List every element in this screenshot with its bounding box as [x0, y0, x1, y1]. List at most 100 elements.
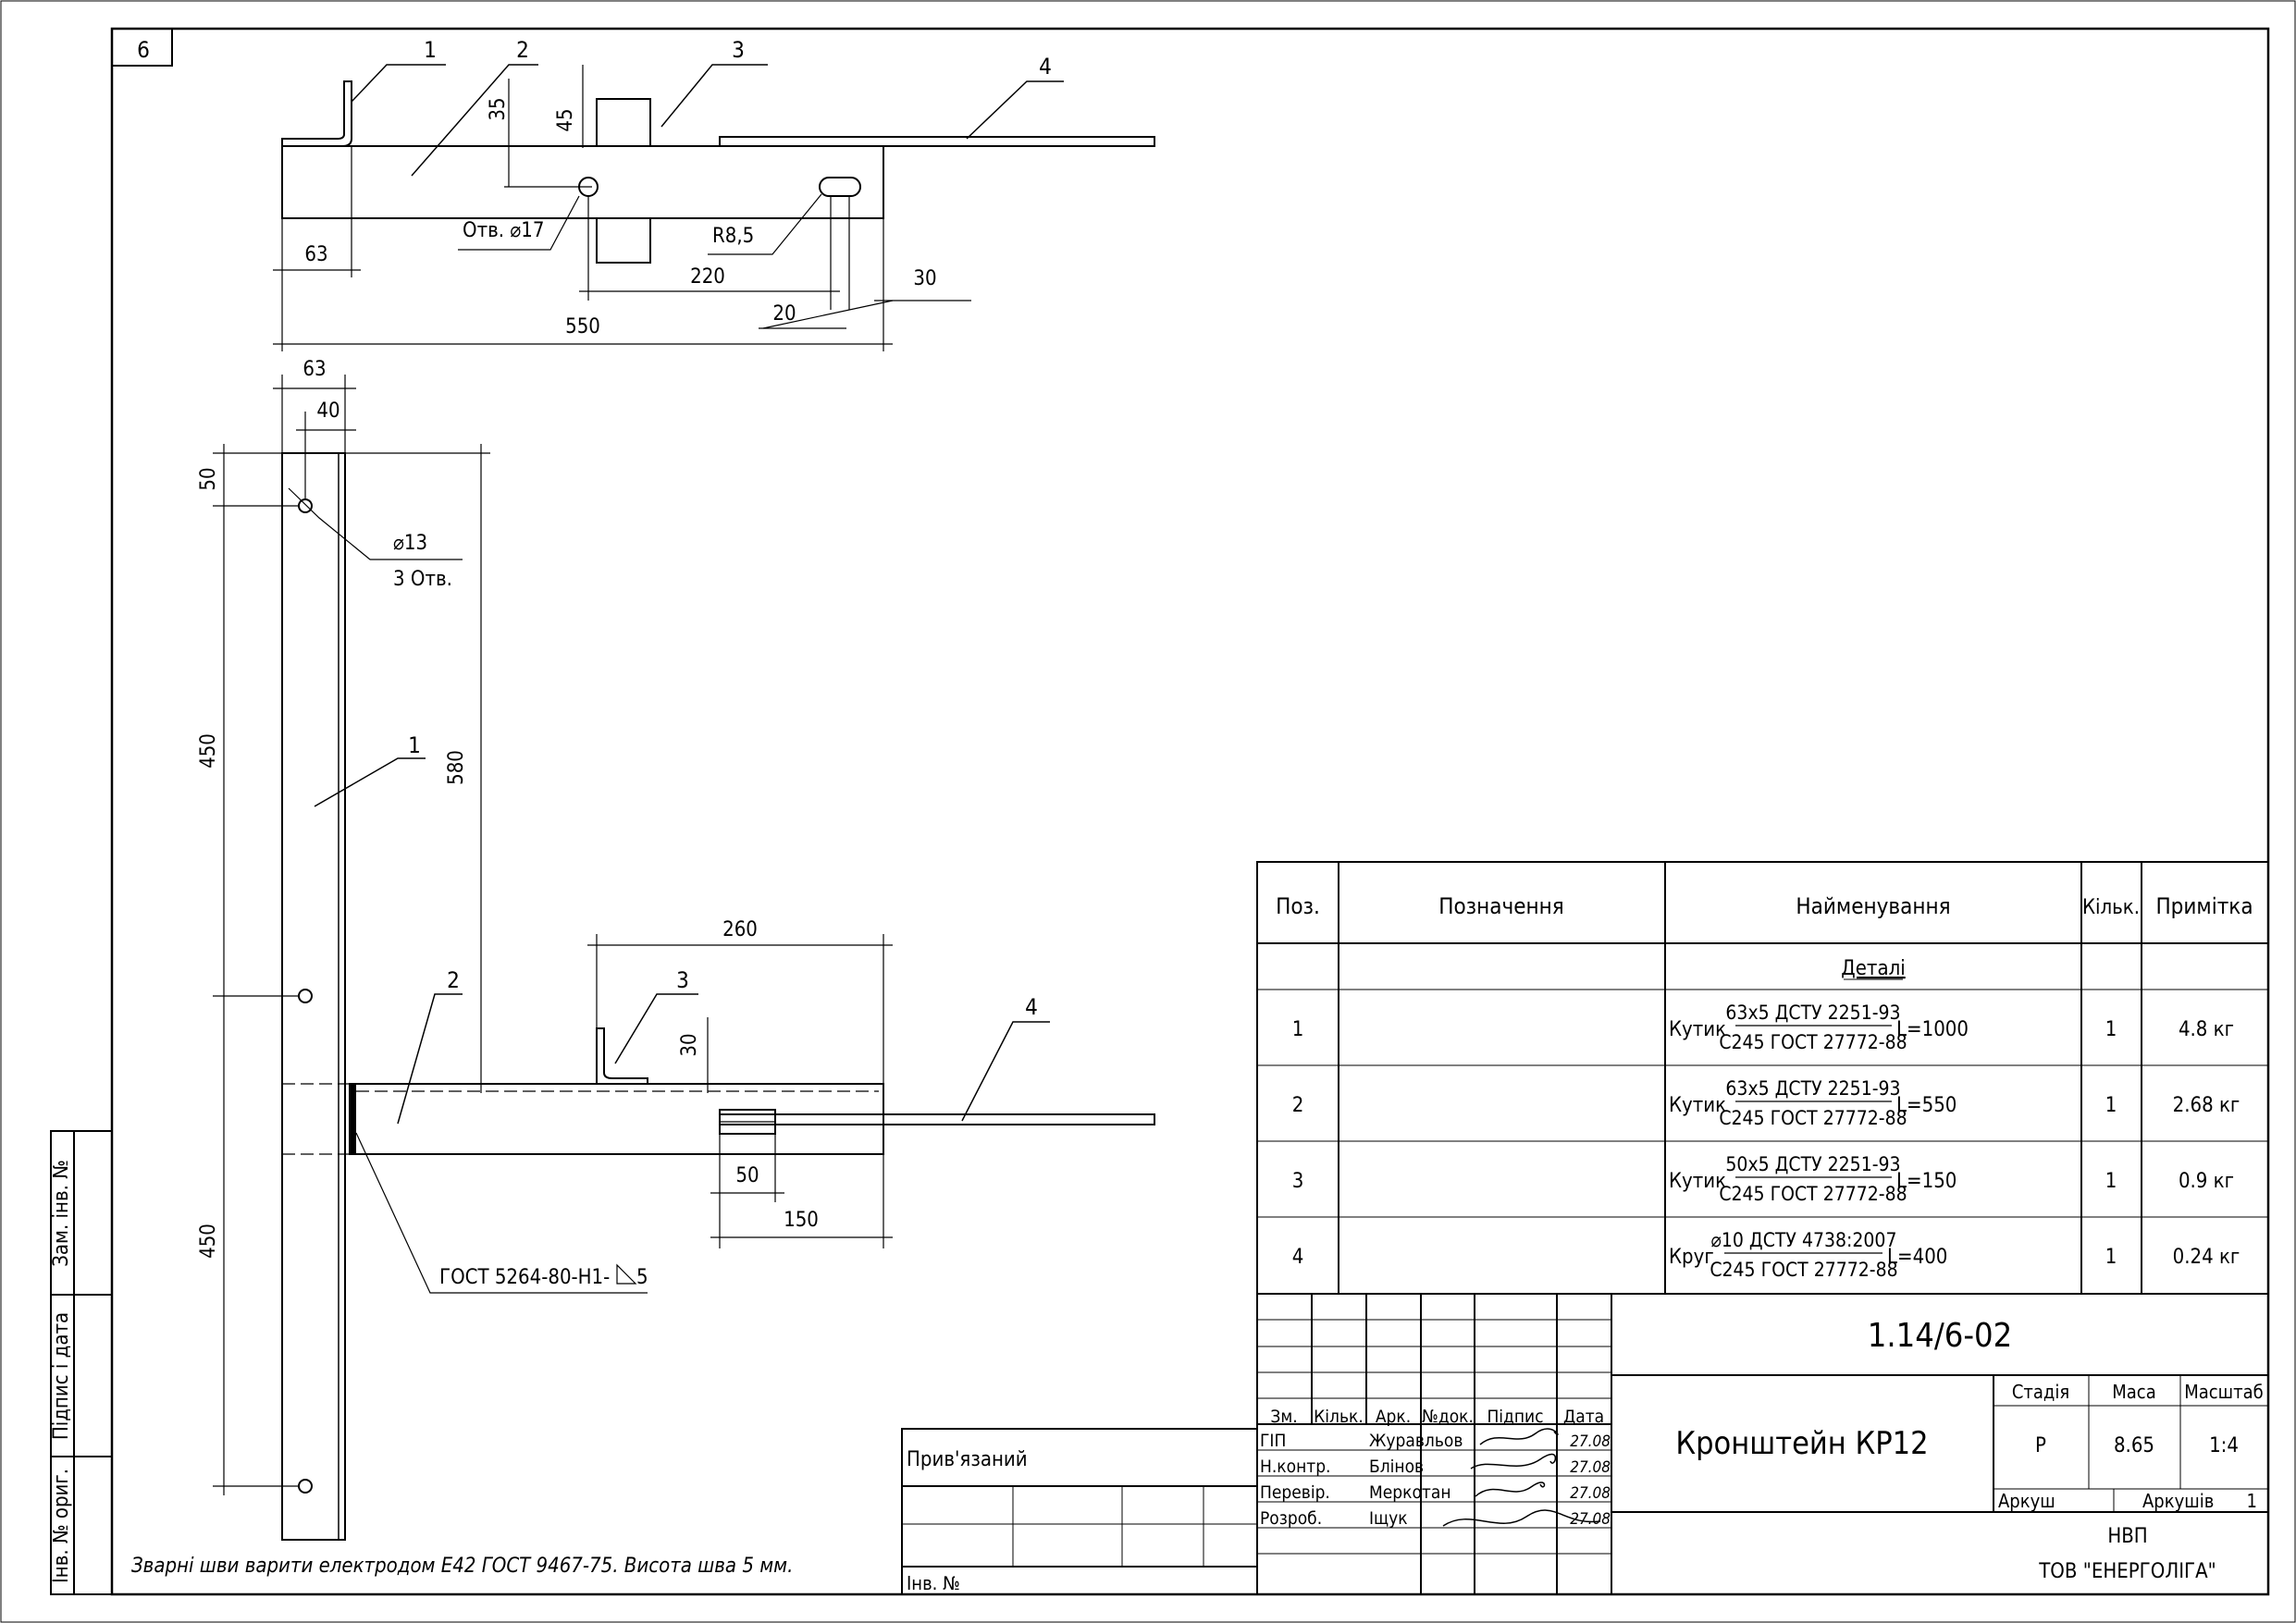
svg-text:1: 1	[2105, 1170, 2117, 1193]
stamp-replaced-inv: Зам. інв. №	[50, 1160, 73, 1267]
svg-text:1: 1	[2105, 1018, 2117, 1041]
org-line1: НВП	[2107, 1525, 2147, 1548]
stage-value: Р	[2035, 1434, 2046, 1457]
dim-top-30: 30	[913, 267, 936, 290]
mass-head: Маса	[2112, 1381, 2155, 1403]
col-head-pos: Поз.	[1276, 893, 1320, 919]
stamp-sign-date: Підпис і дата	[50, 1312, 73, 1440]
linked-label: Прив'язаний	[907, 1448, 1028, 1471]
dim-top-550: 550	[565, 315, 600, 338]
svg-text:27.08: 27.08	[1570, 1510, 1611, 1529]
dim-front-50b: 50	[735, 1164, 759, 1187]
svg-text:L=400: L=400	[1887, 1246, 1947, 1269]
top-pos-3: 3	[732, 37, 745, 63]
dim-front-holes-count: 3 Отв.	[393, 568, 452, 591]
mass-value: 8.65	[2114, 1434, 2154, 1457]
spec-row: 2 Кутик 63х5 ДСТУ 2251-93 С245 ГОСТ 2777…	[1292, 1077, 2240, 1129]
svg-text:С245 ГОСТ 27772-88: С245 ГОСТ 27772-88	[1710, 1259, 1897, 1281]
part4-front	[719, 1113, 1155, 1125]
col-ark: Арк.	[1376, 1407, 1411, 1427]
dim-front-30: 30	[678, 1033, 701, 1056]
col-doc: №док.	[1422, 1407, 1474, 1427]
front-pos-1: 1	[408, 732, 421, 758]
svg-text:Іщук: Іщук	[1369, 1508, 1408, 1529]
person-row: Перевір. Меркотан 27.08	[1260, 1482, 1611, 1503]
signature-mark	[1475, 1482, 1546, 1497]
dim-top-45: 45	[554, 108, 577, 131]
side-stamp: Зам. інв. № Підпис і дата Інв. № ориг.	[50, 1130, 113, 1595]
svg-text:4: 4	[1292, 1246, 1304, 1269]
svg-text:С245 ГОСТ 27772-88: С245 ГОСТ 27772-88	[1719, 1031, 1907, 1053]
svg-text:0.9 кг: 0.9 кг	[2179, 1170, 2234, 1193]
title-block: 1.14/6-02 Кронштейн КР12 Зм. Кільк. Арк.…	[1256, 1293, 2269, 1595]
spec-row: 1 Кутик 63х5 ДСТУ 2251-93 С245 ГОСТ 2777…	[1292, 1002, 2234, 1053]
spec-row: 3 Кутик 50х5 ДСТУ 2251-93 С245 ГОСТ 2777…	[1292, 1153, 2234, 1205]
sheet-label: Аркуш	[1998, 1490, 2055, 1512]
part3-bottom	[596, 217, 651, 264]
svg-text:Розроб.: Розроб.	[1260, 1508, 1322, 1529]
person-row: ГІП Журавльов 27.08	[1260, 1428, 1611, 1451]
weld-mark	[350, 1084, 356, 1154]
section-title: Деталі	[1841, 957, 1905, 980]
stamp-orig-inv: Інв. № ориг.	[50, 1469, 73, 1583]
dim-front-63: 63	[302, 358, 326, 381]
svg-text:Журавльов: Журавльов	[1369, 1431, 1463, 1451]
sheets-count: 1	[2247, 1490, 2257, 1512]
top-view: 1 2 3 4 35 45 Отв. ⌀17 R8,5 63 220 30 20	[273, 37, 1155, 351]
front-view: 1 2 3 4 63 40 50 450 450 580 ⌀13 3 Отв.	[197, 358, 1155, 1541]
signature-mark	[1442, 1509, 1601, 1527]
svg-text:Кутик: Кутик	[1669, 1094, 1726, 1117]
dim-front-450b: 450	[197, 1223, 220, 1259]
part3-front	[596, 1027, 648, 1085]
dim-top-slot: R8,5	[712, 225, 754, 248]
dim-front-hole: ⌀13	[393, 532, 427, 555]
dim-top-hole: Отв. ⌀17	[463, 219, 544, 242]
svg-text:2: 2	[1292, 1094, 1304, 1117]
svg-text:Круг: Круг	[1669, 1246, 1714, 1269]
drawing-title: Кронштейн КР12	[1675, 1425, 1928, 1462]
svg-text:2.68 кг: 2.68 кг	[2173, 1094, 2240, 1117]
svg-text:Кутик: Кутик	[1669, 1018, 1726, 1041]
person-row: Н.контр. Блінов 27.08	[1260, 1453, 1611, 1477]
part4-top	[719, 136, 1155, 147]
dim-top-220: 220	[690, 265, 725, 289]
welding-note: Зварні шви варити електродом Е42 ГОСТ 94…	[131, 1555, 793, 1578]
svg-text:Кутик: Кутик	[1669, 1170, 1726, 1193]
svg-text:27.08: 27.08	[1570, 1458, 1611, 1477]
binding-inv-label: Інв. №	[907, 1572, 960, 1594]
doc-code: 1.14/6-02	[1868, 1317, 2013, 1355]
top-pos-2: 2	[516, 37, 529, 63]
weld-size: 5	[636, 1266, 648, 1289]
frame-border	[110, 27, 2270, 1596]
svg-text:L=150: L=150	[1896, 1170, 1957, 1193]
sheets-label: Аркушів	[2142, 1490, 2214, 1512]
svg-text:Блінов: Блінов	[1369, 1457, 1424, 1477]
front-pos-2: 2	[447, 967, 460, 993]
dim-front-150: 150	[784, 1209, 819, 1232]
dim-front-580: 580	[445, 750, 468, 785]
col-zm: Зм.	[1270, 1407, 1297, 1427]
col-head-note: Примітка	[2155, 893, 2253, 919]
col-head-qty: Кільк.	[2082, 896, 2140, 919]
sheet-number: 6	[137, 37, 150, 63]
svg-text:63х5 ДСТУ 2251-93: 63х5 ДСТУ 2251-93	[1725, 1077, 1900, 1100]
col-head-designation: Позначення	[1438, 893, 1564, 919]
spec-row: 4 Круг ⌀10 ДСТУ 4738:2007 С245 ГОСТ 2777…	[1292, 1229, 2240, 1281]
dim-top-63: 63	[304, 243, 327, 266]
svg-text:1: 1	[2105, 1094, 2117, 1117]
col-kilk: Кільк.	[1314, 1407, 1364, 1427]
top-pos-4: 4	[1039, 54, 1052, 80]
signature-mark	[1470, 1453, 1557, 1469]
svg-text:⌀10 ДСТУ 4738:2007: ⌀10 ДСТУ 4738:2007	[1711, 1229, 1897, 1251]
col-head-name: Найменування	[1796, 893, 1950, 919]
front-pos-4: 4	[1025, 994, 1038, 1020]
svg-text:27.08: 27.08	[1570, 1432, 1611, 1451]
person-row: Розроб. Іщук 27.08	[1260, 1508, 1611, 1529]
triangle-icon	[616, 1263, 637, 1285]
dim-top-35: 35	[487, 97, 510, 120]
slot	[819, 177, 861, 197]
part2-top	[281, 145, 884, 219]
dim-front-260: 260	[722, 918, 758, 941]
svg-text:1: 1	[2105, 1246, 2117, 1269]
